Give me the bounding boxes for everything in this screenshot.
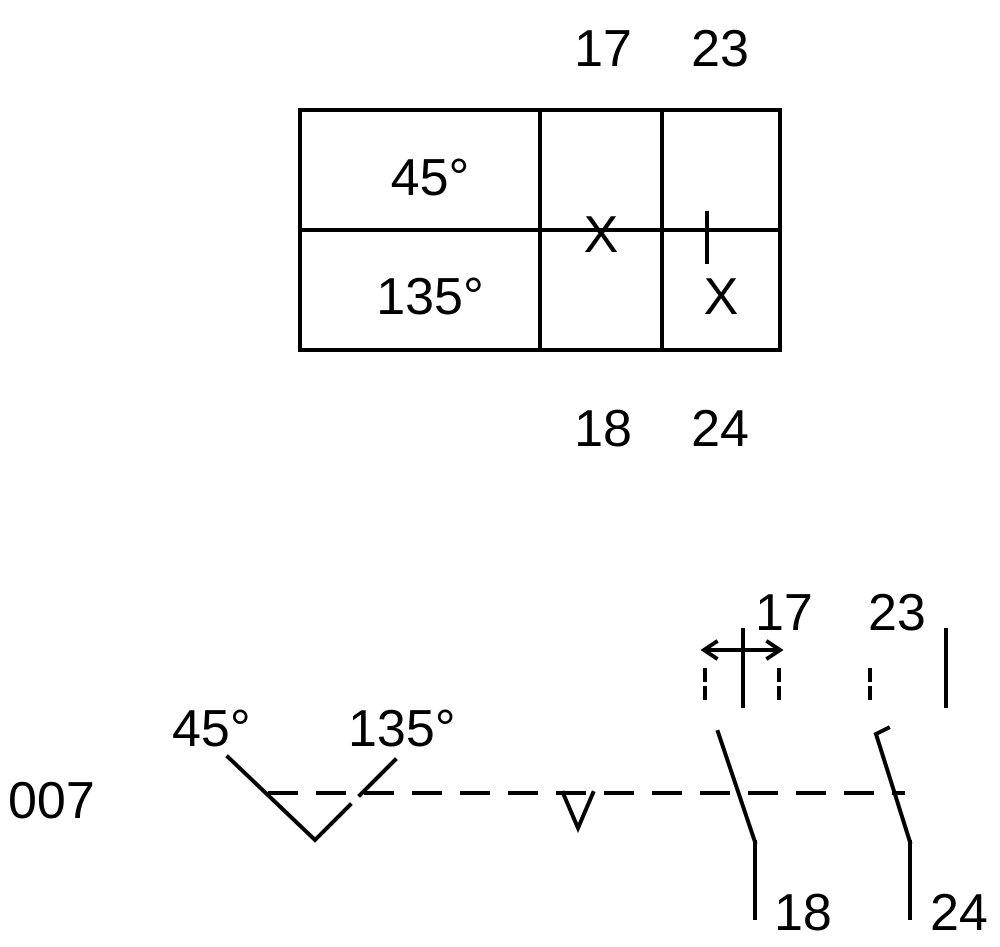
angle-label-135: 135° — [348, 700, 456, 758]
contact-top-label-17: 17 — [755, 584, 813, 642]
contact-17-arrow-right-head — [765, 639, 784, 661]
contact-bottom-label-24: 24 — [930, 884, 988, 942]
device-id-label: 007 — [8, 772, 95, 830]
contact-table: 17 23 45° 135° X X 18 24 — [298, 20, 782, 458]
table-row-label-45: 45° — [391, 149, 470, 207]
contact-17-18: 17 18 — [700, 584, 832, 942]
table-bottom-terminal-24: 24 — [691, 400, 749, 458]
cam-notch-line — [225, 754, 353, 843]
angle-label-45: 45° — [172, 700, 251, 758]
table-bottom-terminal-18: 18 — [574, 400, 632, 458]
table-row-label-135: 135° — [376, 268, 484, 326]
table-top-terminal-17: 17 — [574, 20, 632, 78]
table-mark-23-24: X — [704, 268, 739, 326]
detent-mark — [560, 790, 596, 834]
contact-23-blade — [873, 725, 913, 845]
switch-symbol: 007 45° 135° 17 18 23 — [8, 584, 988, 942]
cam-135-arm — [357, 757, 398, 798]
table-mark-17-18: X — [584, 206, 619, 264]
contact-17-arrow-left-head — [700, 639, 719, 661]
contact-bottom-label-18: 18 — [774, 884, 832, 942]
contact-top-label-23: 23 — [868, 584, 926, 642]
contact-17-blade — [715, 729, 758, 845]
contact-23-24: 23 24 — [868, 584, 988, 942]
table-top-terminal-23: 23 — [691, 20, 749, 78]
